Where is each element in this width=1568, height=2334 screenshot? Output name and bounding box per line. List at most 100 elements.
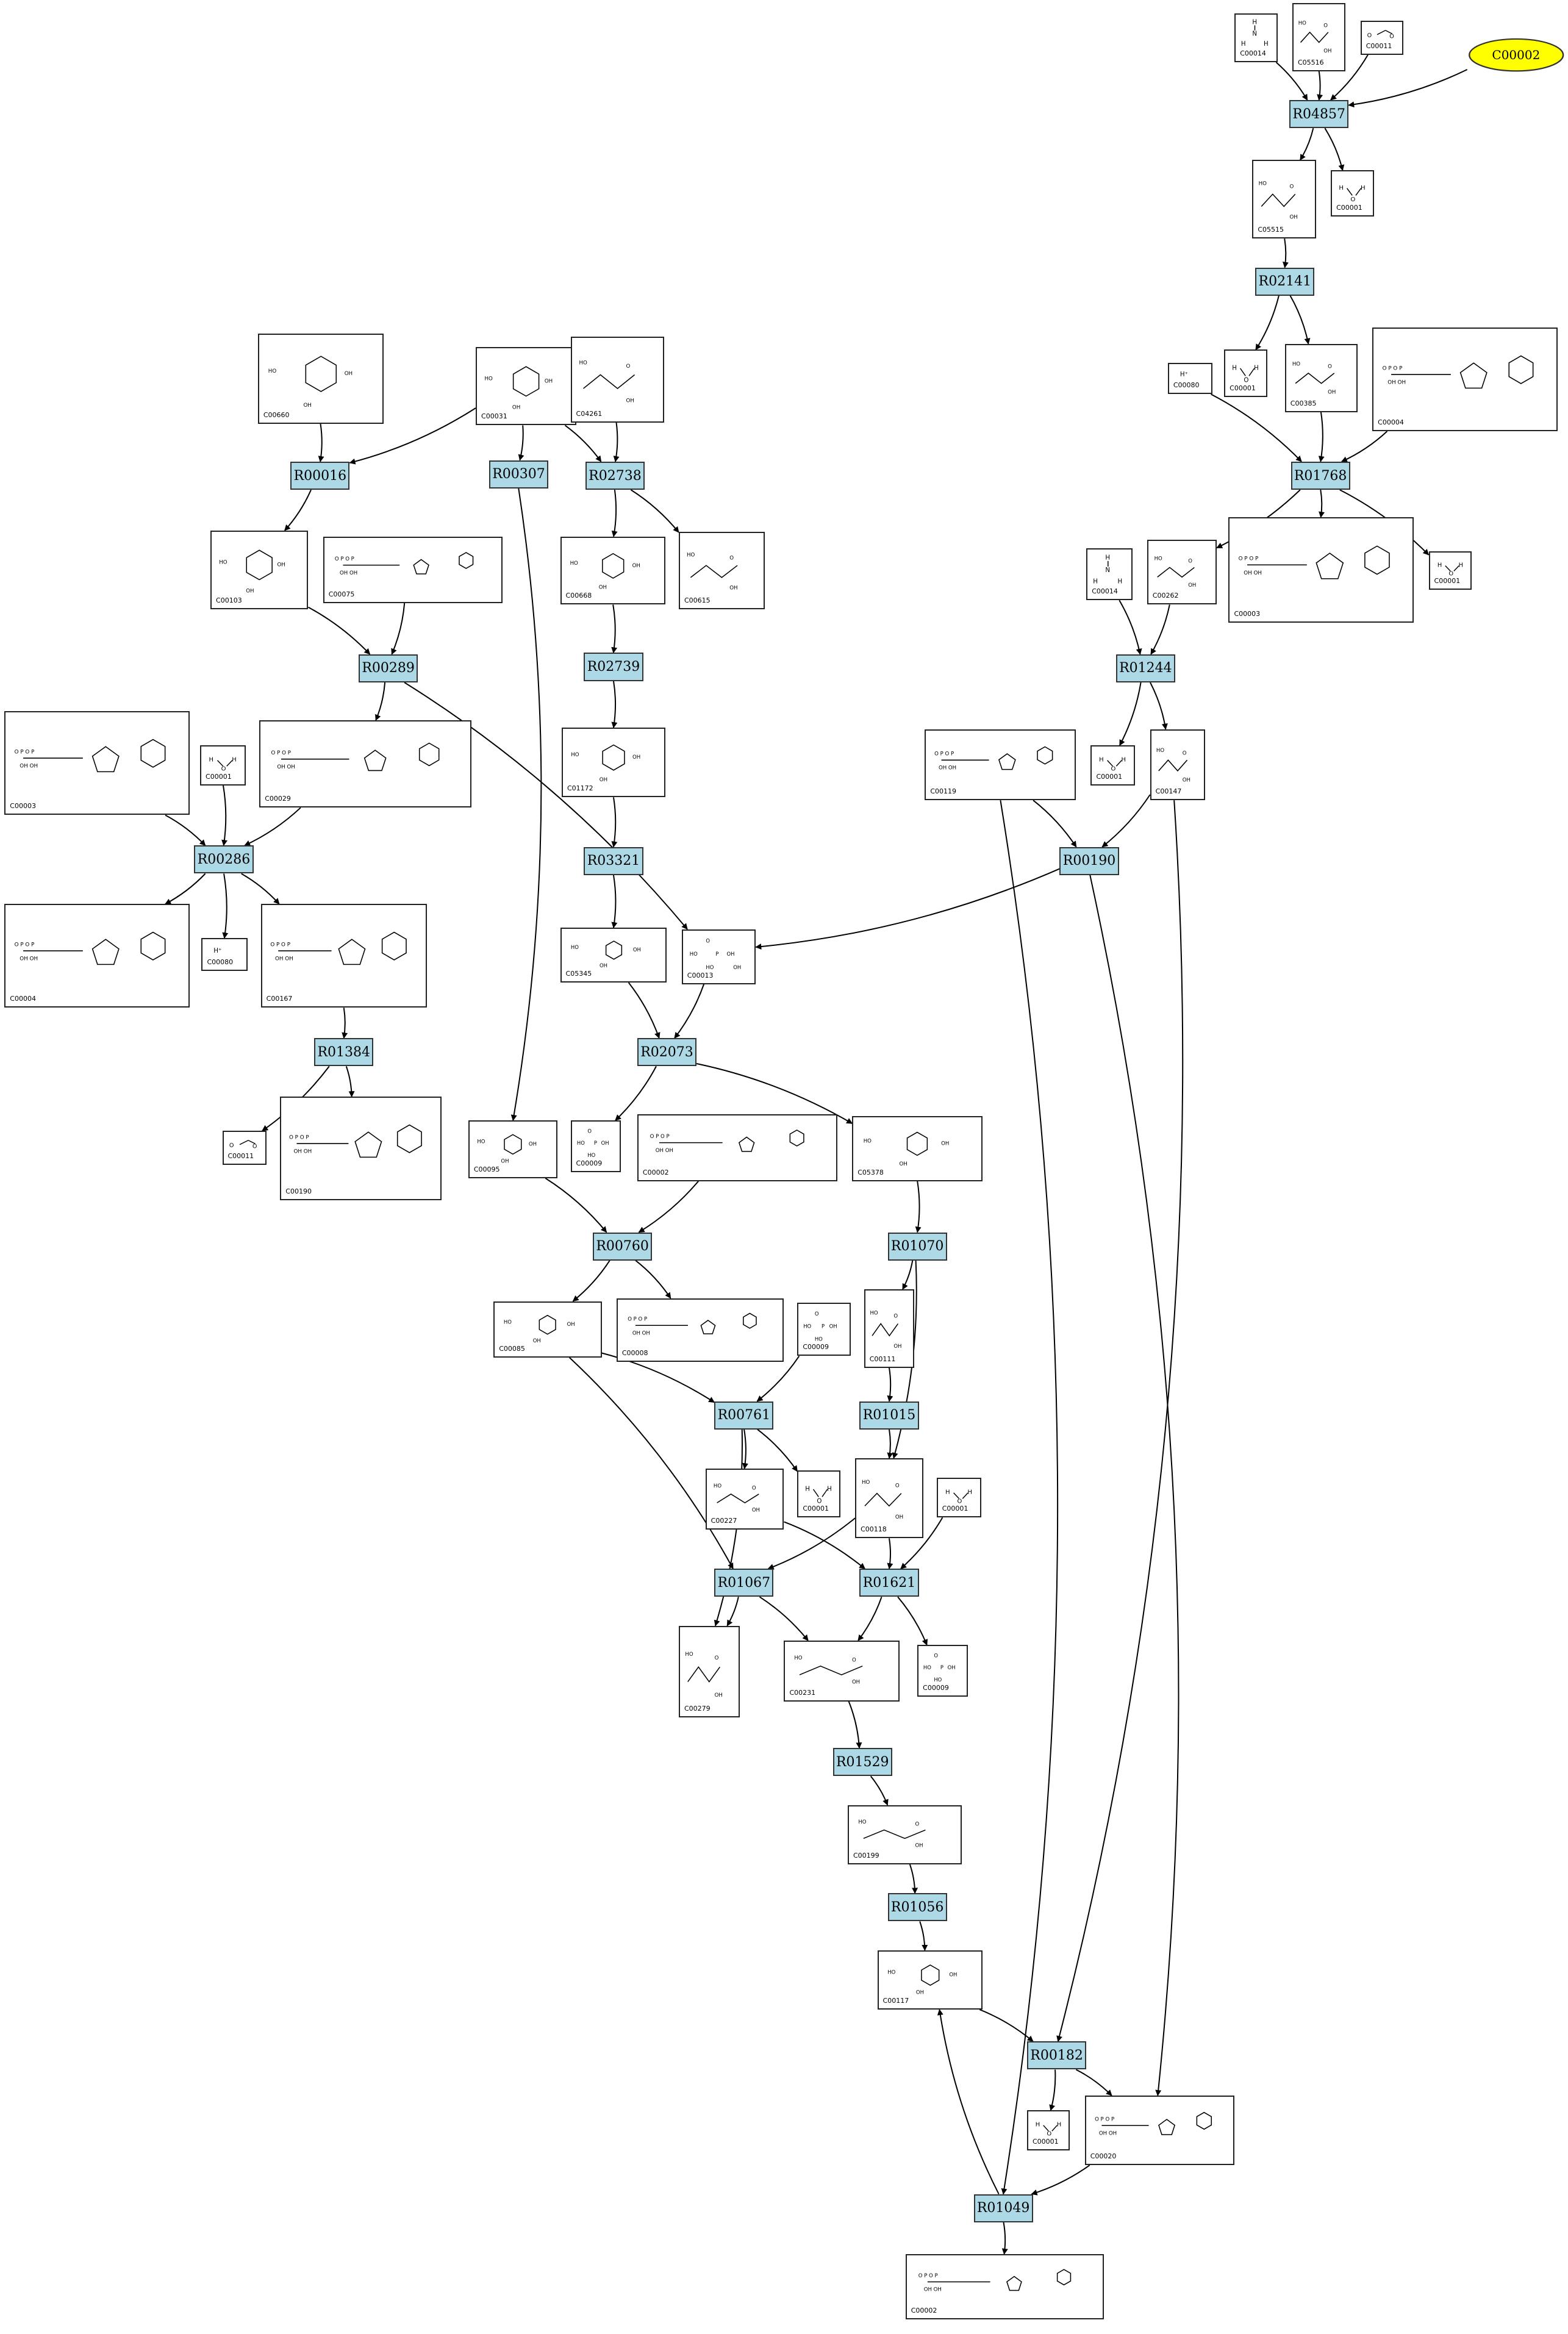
reaction-node-r00016[interactable]: R00016 bbox=[290, 461, 350, 490]
start-compound-node[interactable]: C00002 bbox=[1467, 37, 1565, 73]
reaction-node-r01015[interactable]: R01015 bbox=[859, 1401, 919, 1430]
reaction-node-r02739[interactable]: R02739 bbox=[584, 653, 643, 681]
svg-text:H: H bbox=[827, 1486, 832, 1492]
svg-text:O P O P: O P O P bbox=[650, 1134, 670, 1140]
reaction-node-r02141[interactable]: R02141 bbox=[1255, 267, 1315, 296]
compound-node-c00080[interactable]: H⁺C00080 bbox=[1167, 363, 1212, 395]
reaction-node-r04857[interactable]: R04857 bbox=[1289, 100, 1349, 129]
reaction-node-r00286[interactable]: R00286 bbox=[194, 845, 254, 874]
svg-text:OH: OH bbox=[626, 398, 634, 404]
svg-text:OH: OH bbox=[829, 1323, 837, 1330]
compound-node-c00080[interactable]: H⁺C00080 bbox=[201, 938, 248, 971]
svg-text:O: O bbox=[1290, 184, 1294, 190]
svg-text:HO: HO bbox=[219, 559, 227, 565]
reaction-node-r01768[interactable]: R01768 bbox=[1291, 461, 1350, 490]
reaction-node-r00182[interactable]: R00182 bbox=[1026, 2041, 1087, 2070]
reaction-node-r01049[interactable]: R01049 bbox=[973, 2194, 1033, 2222]
svg-text:HO: HO bbox=[1156, 748, 1164, 754]
reaction-edge bbox=[1101, 794, 1151, 848]
reaction-node-r01384[interactable]: R01384 bbox=[314, 1038, 374, 1067]
compound-id-label: C00009 bbox=[923, 1684, 949, 1692]
compound-id-label: C00231 bbox=[789, 1688, 816, 1697]
reaction-node-r01067[interactable]: R01067 bbox=[714, 1569, 774, 1597]
reaction-node-r02738[interactable]: R02738 bbox=[585, 461, 645, 490]
svg-text:OH: OH bbox=[529, 1141, 537, 1147]
reaction-node-r01056[interactable]: R01056 bbox=[887, 1893, 947, 1922]
reaction-node-r00289[interactable]: R00289 bbox=[359, 654, 418, 682]
reaction-node-r00760[interactable]: R00760 bbox=[593, 1232, 653, 1261]
reaction-node-r02073[interactable]: R02073 bbox=[637, 1038, 697, 1067]
reaction-node-r00307[interactable]: R00307 bbox=[489, 460, 549, 489]
reaction-node-r03321[interactable]: R03321 bbox=[584, 847, 643, 875]
svg-text:HO: HO bbox=[690, 951, 698, 957]
reaction-edge bbox=[1150, 682, 1168, 730]
compound-id-label: C05345 bbox=[565, 970, 592, 978]
svg-text:OH: OH bbox=[246, 589, 254, 595]
reaction-edge bbox=[870, 1775, 889, 1806]
compound-id-label: C05378 bbox=[857, 1168, 884, 1176]
reaction-node-r01070[interactable]: R01070 bbox=[887, 1232, 947, 1261]
reaction-node-r00761[interactable]: R00761 bbox=[714, 1401, 774, 1430]
compound-id-label: C00020 bbox=[1090, 2152, 1117, 2161]
reaction-node-r01621[interactable]: R01621 bbox=[859, 1569, 919, 1597]
compound-id-label: C00111 bbox=[869, 1355, 896, 1363]
svg-text:HO: HO bbox=[571, 752, 579, 758]
reaction-edge bbox=[1317, 71, 1323, 101]
reaction-node-r00190[interactable]: R00190 bbox=[1059, 847, 1119, 875]
reaction-node-r01244[interactable]: R01244 bbox=[1115, 654, 1175, 682]
reaction-node-r01529[interactable]: R01529 bbox=[832, 1748, 892, 1777]
